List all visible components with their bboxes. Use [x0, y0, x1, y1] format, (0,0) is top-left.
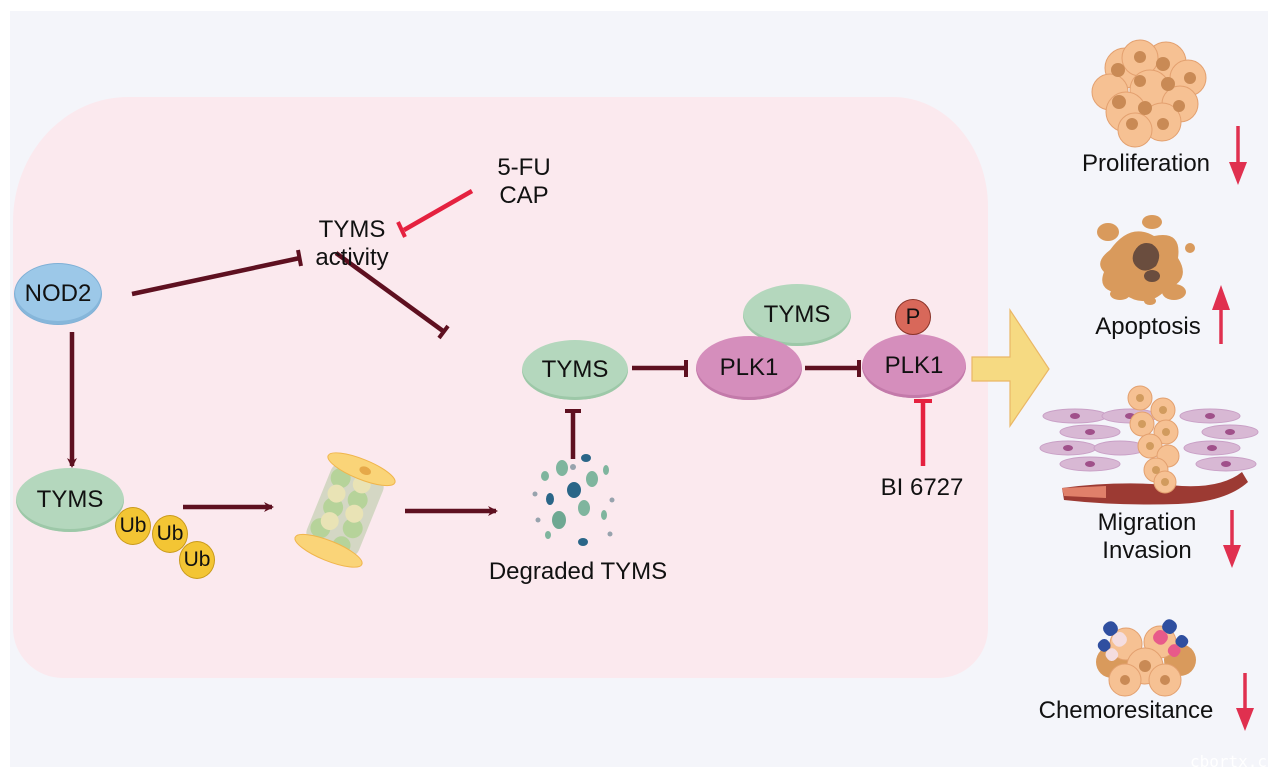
- bi6727-label: BI 6727: [880, 474, 964, 501]
- ubiquitin-1: Ub: [115, 507, 151, 545]
- migration-down-arrow-icon: [1223, 510, 1241, 568]
- tyms-ubiquitinated-node: TYMS: [16, 468, 124, 532]
- ubiquitin-3-label: Ub: [183, 548, 211, 571]
- phosphate-badge: P: [895, 299, 931, 335]
- cell-region: [13, 97, 988, 678]
- edge-tyms-activity-tyms-bar: [437, 324, 450, 340]
- outcome-big-arrow: [971, 308, 1050, 428]
- outcome-migration: Migration: [1097, 509, 1197, 536]
- degraded-tyms-fragments-icon: [532, 454, 615, 546]
- tyms-bound-label: TYMS: [763, 301, 831, 328]
- chemo-cells-icon: [1096, 619, 1196, 697]
- plk1-label: PLK1: [719, 354, 779, 381]
- outcome-apoptosis-label: Apoptosis: [1095, 313, 1201, 340]
- tyms-bound-node: TYMS: [743, 284, 851, 346]
- outcome-chemoresistance-label: Chemoresitance: [1038, 697, 1214, 724]
- degraded-tyms-label: Degraded TYMS: [488, 558, 668, 585]
- nod2-node: NOD2: [14, 263, 102, 325]
- plk1-phospho-node: PLK1: [862, 334, 966, 398]
- tyms-center-label: TYMS: [541, 356, 609, 383]
- nod2-label: NOD2: [24, 280, 92, 307]
- ubiquitin-1-label: Ub: [119, 514, 147, 537]
- tyms-activity-line1: TYMS: [318, 216, 386, 243]
- tyms-activity-label: TYMS activity: [300, 216, 404, 271]
- outcome-invasion: Invasion: [1102, 536, 1192, 564]
- plk1-phospho-label: PLK1: [884, 352, 944, 379]
- tyms-center-node: TYMS: [522, 340, 628, 400]
- apoptotic-cell-icon: [1097, 215, 1195, 305]
- watermark: cbortx.co: [1190, 752, 1277, 771]
- edge-nod2-tyms-activity-bar: [296, 249, 303, 267]
- cell-cluster-icon: [1091, 39, 1207, 148]
- drugs-label: 5-FU CAP: [476, 154, 572, 209]
- tyms-ub-label: TYMS: [36, 486, 104, 513]
- edge-drugs-tyms-activity-bar: [396, 221, 407, 238]
- drug-5fu: 5-FU: [497, 154, 551, 181]
- edge-nod2-tyms-activity: [131, 255, 301, 297]
- edge-tyms-activity-tyms: [334, 251, 445, 333]
- outcome-proliferation-label: Proliferation: [1081, 150, 1211, 177]
- proteasome-icon: [294, 452, 396, 568]
- outcome-migration-invasion-label: Migration Invasion: [1074, 509, 1220, 564]
- ubiquitin-2-label: Ub: [156, 522, 184, 545]
- invasion-icon: [1039, 385, 1259, 505]
- proliferation-down-arrow-icon: [1229, 126, 1247, 185]
- chemoresistance-down-arrow-icon: [1236, 673, 1254, 731]
- phosphate-label: P: [905, 304, 921, 329]
- apoptosis-up-arrow-icon: [1212, 285, 1230, 344]
- edge-drugs-tyms-activity: [402, 189, 474, 232]
- ubiquitin-2: Ub: [152, 515, 188, 553]
- plk1-node: PLK1: [696, 336, 802, 400]
- tyms-activity-line2: activity: [315, 243, 389, 271]
- ubiquitin-3: Ub: [179, 541, 215, 579]
- drug-cap: CAP: [499, 181, 549, 209]
